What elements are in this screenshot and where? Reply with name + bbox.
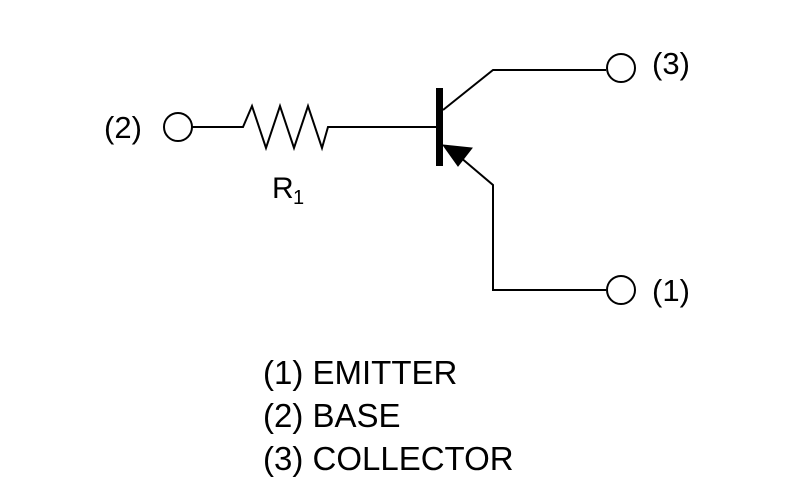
- emitter-arrow-icon: [441, 144, 473, 167]
- base-terminal: [163, 112, 193, 142]
- resistor-r1: [192, 102, 436, 152]
- resistor-ref-sub: 1: [293, 187, 304, 209]
- resistor-ref-main: R: [272, 172, 294, 205]
- emitter-pin-label: (1): [652, 273, 690, 308]
- resistor-label: R1: [272, 172, 304, 209]
- legend-emitter: (1) EMITTER: [263, 354, 457, 391]
- collector-pin-label: (3): [652, 46, 690, 81]
- emitter-lead: [459, 156, 606, 291]
- collector-lead: [442, 69, 606, 111]
- emitter-terminal: [606, 275, 636, 305]
- pin-legend: (1) EMITTER (2) BASE (3) COLLECTOR: [263, 354, 514, 477]
- transistor-base-bar: [436, 88, 443, 166]
- legend-collector: (3) COLLECTOR: [263, 440, 514, 477]
- base-pin-label: (2): [104, 110, 142, 145]
- legend-base: (2) BASE: [263, 397, 401, 434]
- collector-terminal: [606, 53, 636, 83]
